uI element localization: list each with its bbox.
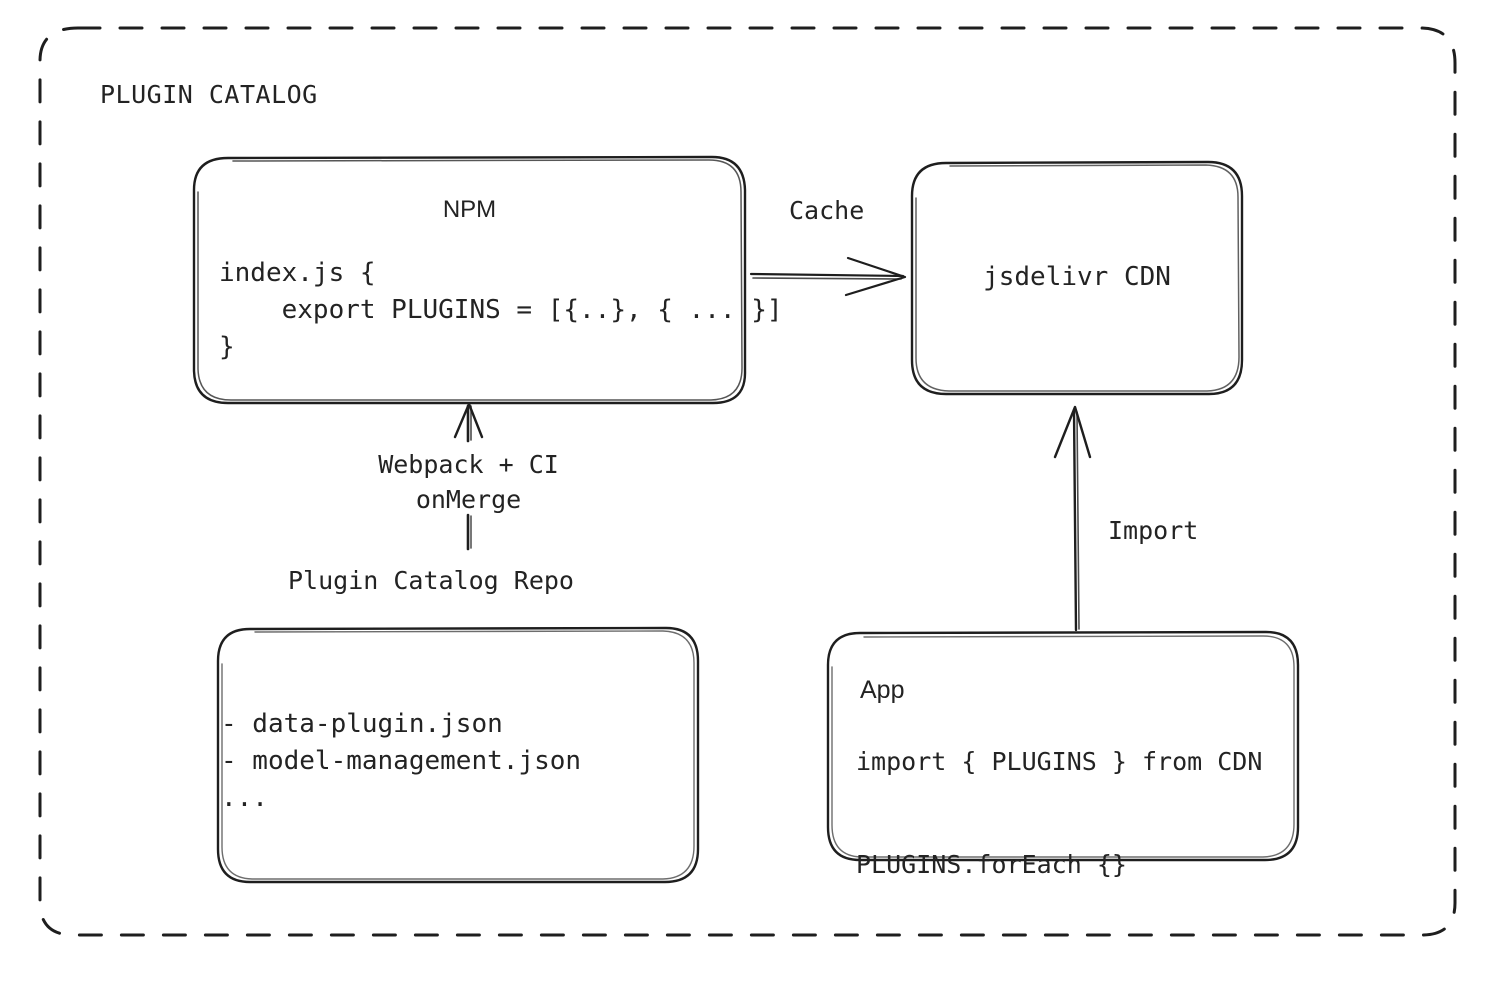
npm-node-code: index.js { export PLUGINS = [{..}, { ...… [219, 258, 783, 362]
cdn-node-title: jsdelivr CDN [983, 262, 1171, 292]
app-node-code: import { PLUGINS } from CDN PLUGINS.forE… [856, 747, 1263, 879]
edge-label-import: Import [1108, 516, 1199, 545]
repo-node-label: Plugin Catalog Repo [288, 566, 574, 595]
edge-label-webpack-ci: Webpack + CI onMerge [378, 450, 559, 514]
npm-node-title: NPM [442, 196, 497, 223]
catalog-title: PLUGIN CATALOG [100, 80, 318, 109]
app-node-title: App [860, 676, 905, 704]
edge-label-cache: Cache [789, 196, 865, 225]
edge-app-to-cdn [1053, 405, 1092, 632]
repo-node-file-list: - data-plugin.json - model-management.js… [221, 709, 582, 813]
